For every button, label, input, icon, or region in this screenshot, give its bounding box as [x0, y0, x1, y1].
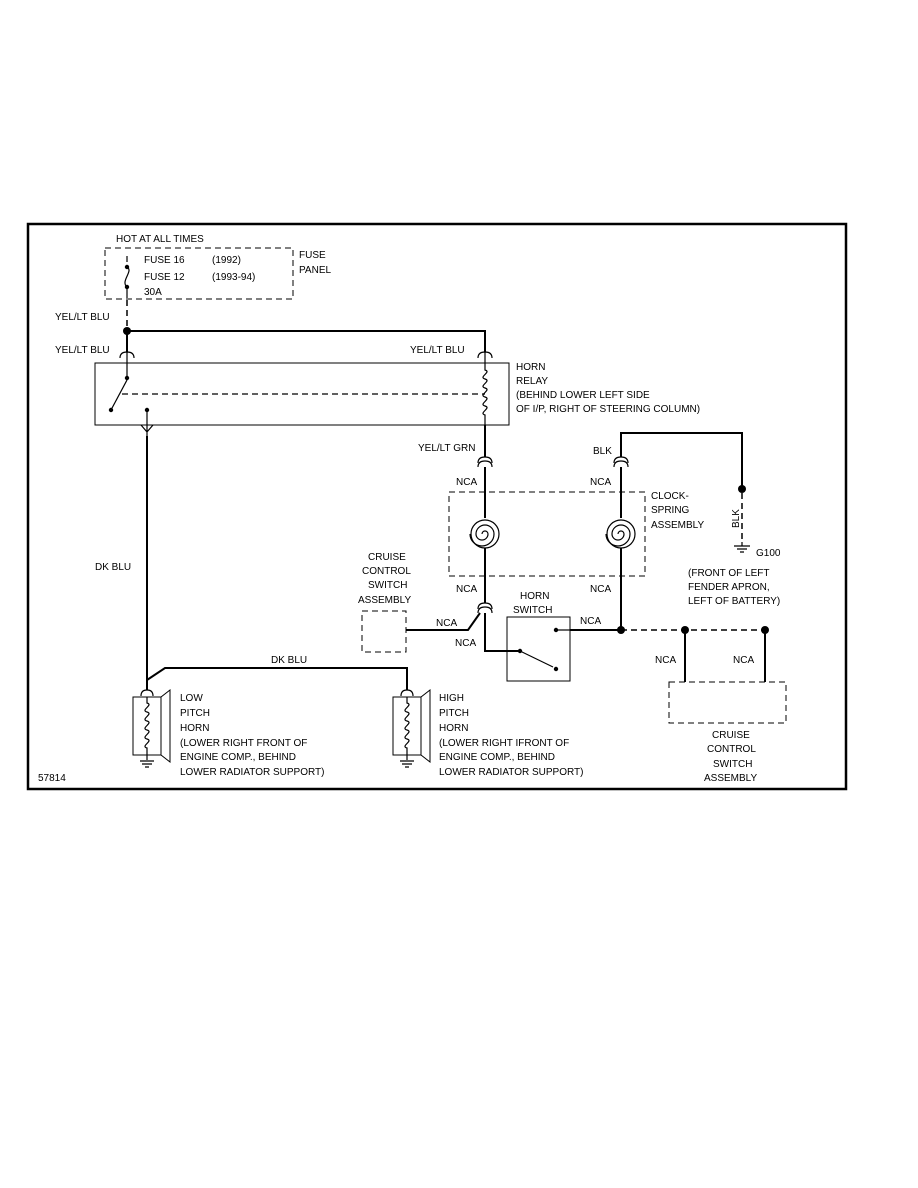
nca-cruise-right-1-label: NCA	[655, 655, 676, 666]
hot-at-all-times-label: HOT AT ALL TIMES	[116, 234, 204, 245]
low-horn-label-4: (LOWER RIGHT FRONT OF	[180, 738, 307, 749]
cruise-right-label-4: ASSEMBLY	[704, 773, 757, 784]
high-horn-label-6: LOWER RADIATOR SUPPORT)	[439, 767, 583, 778]
yel-lt-blu-left-label: YEL/LT BLU	[55, 345, 110, 356]
nca-clock-left-bottom-label: NCA	[456, 584, 477, 595]
figure-number: 57814	[38, 773, 66, 784]
clockspring-label-2: SPRING	[651, 505, 690, 516]
fuse-rating: 30A	[144, 287, 162, 298]
fuse-panel-label-1: FUSE	[299, 250, 326, 261]
nca-clock-right-bottom-label: NCA	[590, 584, 611, 595]
horn-switch: HORN SWITCH	[506, 591, 571, 682]
horn-relay: HORN RELAY (BEHIND LOWER LEFT SIDE OF I/…	[94, 362, 700, 426]
nca-cruise-right-2-label: NCA	[733, 655, 754, 666]
connector-relay-left-in	[119, 351, 135, 363]
high-horn-label-1: HIGH	[439, 693, 464, 704]
cruise-left-label-4: ASSEMBLY	[358, 595, 411, 606]
clockspring-label-3: ASSEMBLY	[651, 520, 704, 531]
fuse-16-label: FUSE 16	[144, 255, 185, 266]
cruise-right-label-3: SWITCH	[713, 759, 752, 770]
g100-label: G100	[756, 548, 781, 559]
nca-clock-left-top-label: NCA	[456, 477, 477, 488]
ground-location-3: LEFT OF BATTERY)	[688, 596, 780, 607]
nca-switch-left-label: NCA	[455, 638, 476, 649]
yel-lt-blu-top-label: YEL/LT BLU	[55, 312, 110, 323]
nca-clock-right-top-label: NCA	[590, 477, 611, 488]
nca-cruise-left-label: NCA	[436, 618, 457, 629]
connector-yel-lt-grn	[477, 456, 493, 468]
cruise-left-label-2: CONTROL	[362, 566, 411, 577]
wire-dk-blu-horizontal	[146, 667, 408, 690]
dk-blu-vertical-label: DK BLU	[95, 562, 131, 573]
fuse-16-year: (1992)	[212, 255, 241, 266]
connector-nca-left	[477, 602, 493, 614]
wire-nca-to-horn-switch	[484, 613, 520, 652]
high-horn-label-2: PITCH	[439, 708, 469, 719]
cruise-control-switch-left: CRUISE CONTROL SWITCH ASSEMBLY	[358, 552, 411, 653]
wire-yel-lt-blu-to-relay-right	[127, 330, 486, 352]
fuse-panel: HOT AT ALL TIMES FUSE 16 (1992) FUSE 12 …	[104, 234, 331, 300]
cruise-left-label-1: CRUISE	[368, 552, 406, 563]
wire-nca-cruise-left	[406, 612, 481, 631]
blk-top-label: BLK	[593, 446, 612, 457]
clockspring-coil-right	[605, 519, 636, 549]
horn-switch-label-2: SWITCH	[513, 605, 552, 616]
yel-lt-grn-label: YEL/LT GRN	[418, 443, 475, 454]
cruise-control-switch-right: CRUISE CONTROL SWITCH ASSEMBLY	[668, 681, 787, 784]
horn-relay-label-1: HORN	[516, 362, 545, 373]
ground-location-2: FENDER APRON,	[688, 582, 770, 593]
horn-switch-label-1: HORN	[520, 591, 549, 602]
low-horn-label-5: ENGINE COMP., BEHIND	[180, 752, 296, 763]
blk-vertical-label: BLK	[731, 509, 742, 528]
ground-location-1: (FRONT OF LEFT	[688, 568, 769, 579]
low-horn-label-6: LOWER RADIATOR SUPPORT)	[180, 767, 324, 778]
connector-relay-out	[140, 424, 154, 436]
clockspring-assembly: CLOCK- SPRING ASSEMBLY	[448, 491, 704, 577]
low-pitch-horn: LOW PITCH HORN (LOWER RIGHT FRONT OF ENG…	[132, 688, 324, 778]
diagram-frame	[26, 222, 848, 791]
high-horn-label-4: (LOWER RIGHT IFRONT OF	[439, 738, 569, 749]
connector-blk	[613, 456, 629, 468]
wire-blk	[620, 432, 743, 488]
yel-lt-blu-right-label: YEL/LT BLU	[410, 345, 465, 356]
horn-relay-label-2: RELAY	[516, 376, 548, 387]
nca-switch-right-label: NCA	[580, 616, 601, 627]
cruise-right-label-1: CRUISE	[712, 730, 750, 741]
cruise-left-label-3: SWITCH	[368, 580, 407, 591]
low-horn-label-3: HORN	[180, 723, 209, 734]
high-pitch-horn: HIGH PITCH HORN (LOWER RIGHT IFRONT OF E…	[392, 688, 583, 778]
high-horn-label-3: HORN	[439, 723, 468, 734]
low-horn-label-1: LOW	[180, 693, 203, 704]
fuse-symbol	[124, 256, 130, 298]
fuse-panel-label-2: PANEL	[299, 265, 331, 276]
dk-blu-horizontal-label: DK BLU	[271, 655, 307, 666]
fuse-12-year: (1993-94)	[212, 272, 255, 283]
clockspring-label-1: CLOCK-	[651, 491, 689, 502]
horn-relay-label-3: (BEHIND LOWER LEFT SIDE	[516, 390, 650, 401]
ground-g100: BLK G100 (FRONT OF LEFT FENDER APRON, LE…	[688, 485, 781, 607]
cruise-right-label-2: CONTROL	[707, 744, 756, 755]
horn-relay-label-4: OF I/P, RIGHT OF STEERING COLUMN)	[516, 404, 700, 415]
low-horn-label-2: PITCH	[180, 708, 210, 719]
high-horn-label-5: ENGINE COMP., BEHIND	[439, 752, 555, 763]
clockspring-coil-left	[469, 519, 500, 549]
fuse-12-label: FUSE 12	[144, 272, 185, 283]
connector-relay-right-in	[477, 351, 493, 363]
